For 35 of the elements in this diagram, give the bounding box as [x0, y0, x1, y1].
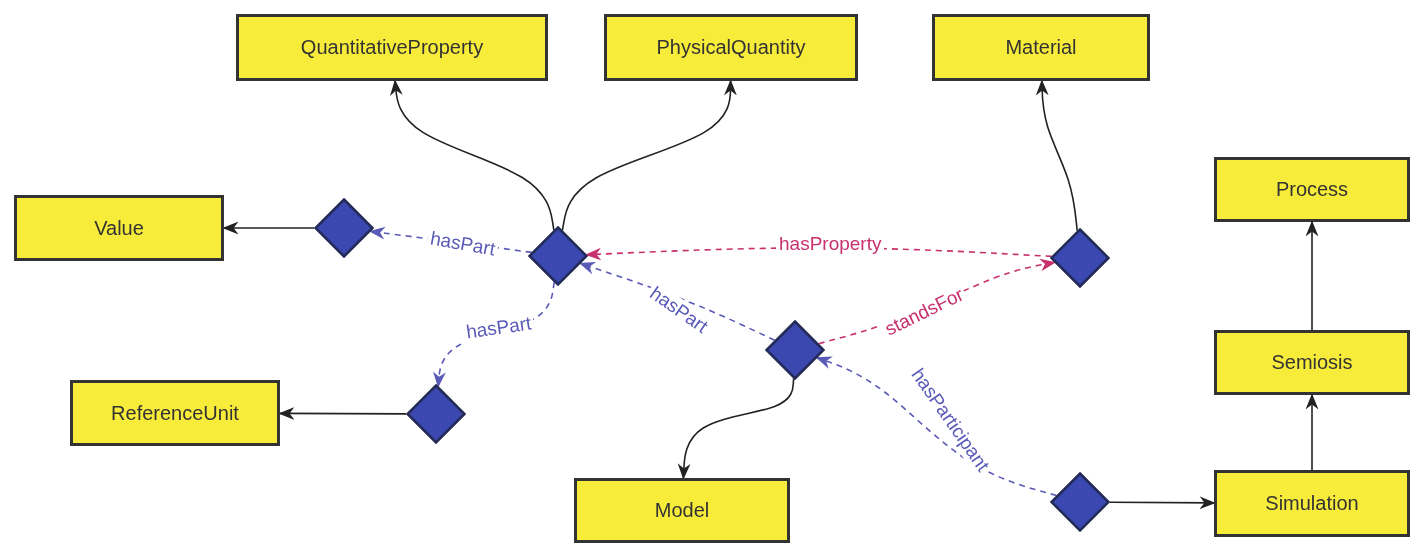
- dashed-arrow: [815, 356, 1058, 497]
- class-name: Value: [94, 216, 144, 240]
- arrow: [1109, 496, 1216, 510]
- relation-diamond: [765, 320, 825, 380]
- arrow: [677, 377, 795, 480]
- class-name: Simulation: [1265, 492, 1359, 515]
- arrow: [1035, 79, 1078, 232]
- arrow: [1305, 393, 1319, 471]
- class-box: [1214, 157, 1410, 222]
- relation-diamond: [314, 198, 374, 258]
- class-box: [14, 195, 224, 261]
- arrow: [222, 221, 315, 235]
- arrow: [390, 79, 555, 231]
- class-name: Semiosis: [1271, 351, 1353, 374]
- dashed-arrow: [579, 262, 776, 342]
- class-box: [604, 14, 858, 81]
- class-name: ReferenceUnit: [111, 401, 239, 425]
- relation-diamond: [1050, 228, 1110, 288]
- relation-diamond: [406, 384, 466, 444]
- class-box: [1214, 470, 1410, 537]
- arrow: [278, 407, 407, 420]
- class-name: QuantitativeProperty: [300, 36, 484, 59]
- arrow: [1305, 220, 1319, 331]
- class-box: [1214, 330, 1410, 395]
- class-box: [70, 380, 280, 446]
- class-box: [932, 14, 1150, 81]
- relation-diamond: [528, 226, 588, 286]
- class-name: Model: [654, 499, 710, 522]
- class-box: [236, 14, 548, 81]
- class-name: Process: [1275, 178, 1349, 201]
- class-name: Material: [1005, 36, 1077, 59]
- arrow: [561, 79, 737, 232]
- class-box: [574, 478, 790, 543]
- relation-diamond: [1050, 472, 1110, 532]
- class-name: PhysicalQuantity: [656, 36, 806, 59]
